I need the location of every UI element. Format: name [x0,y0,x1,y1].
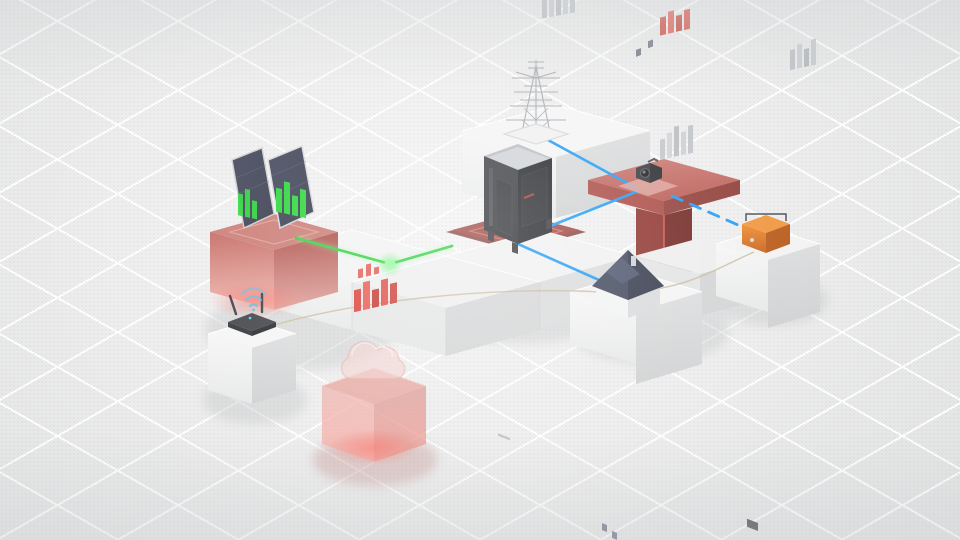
cloud-icon [340,263,406,380]
wifi-waves-icon [240,287,267,312]
link-tower-to-sensor [546,138,638,190]
wifi-router-icon [228,292,276,336]
link-router-to-generator [257,251,755,331]
platform-cloud [321,367,427,466]
camera-sensor-icon [618,8,690,196]
solar-panel-icon [231,144,315,230]
house-icon [592,39,693,540]
power-pylon-icon [502,0,575,145]
server-cabinet-icon [484,144,552,441]
link-sensor-to-generator [670,194,756,234]
link-cabinet-to-house [516,242,610,286]
generator-icon [742,38,816,531]
link-solar-to-cabinet [294,235,454,274]
platform-router [207,319,297,404]
